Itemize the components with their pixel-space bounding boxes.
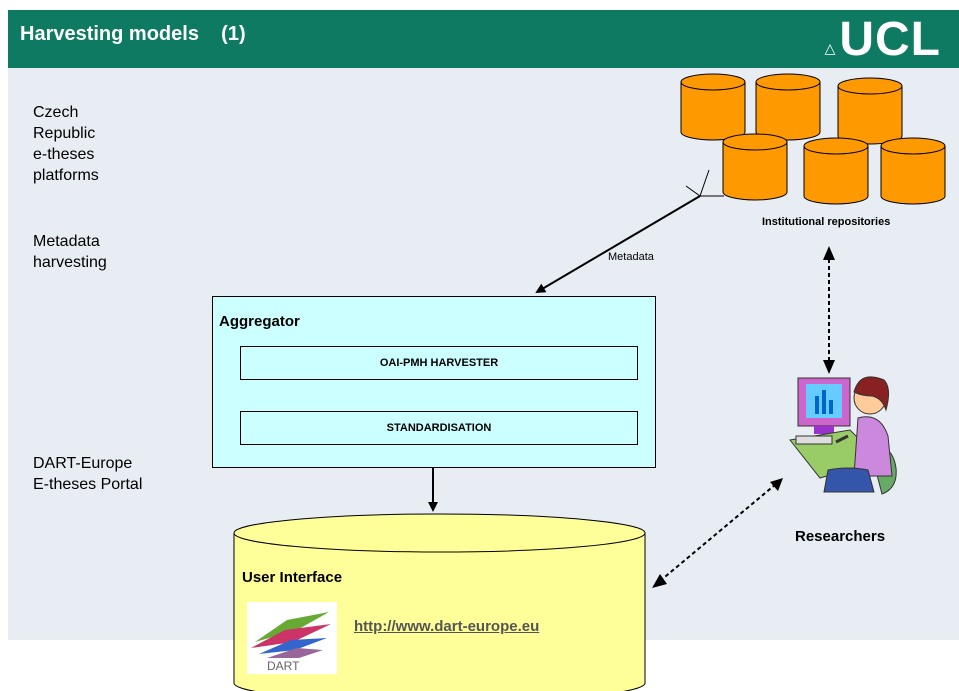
label-line: E-theses Portal bbox=[33, 476, 143, 493]
aggregator-title: Aggregator bbox=[219, 313, 300, 330]
dart-europe-logo: DART bbox=[247, 602, 337, 674]
dart-logo-text: DART bbox=[267, 659, 300, 673]
repos-researchers-dashed-arrow bbox=[823, 246, 835, 374]
label-line: Czech bbox=[33, 104, 79, 121]
dart-portal-label: DART-Europe E-theses Portal bbox=[33, 453, 142, 495]
metadata-bracket bbox=[685, 185, 724, 197]
label-line: Metadata bbox=[33, 233, 100, 250]
repository-cylinder bbox=[680, 73, 746, 141]
metadata-edge-label: Metadata bbox=[608, 251, 654, 263]
label-line: DART-Europe bbox=[33, 455, 133, 472]
oai-pmh-harvester-box: OAI-PMH HARVESTER bbox=[240, 346, 638, 380]
repository-cylinders bbox=[680, 73, 946, 205]
repositories-label: Institutional repositories bbox=[762, 216, 891, 228]
aggregator-box: Aggregator OAI-PMH HARVESTER STANDARDISA… bbox=[212, 296, 656, 468]
repository-cylinder bbox=[837, 77, 903, 145]
czech-platforms-label: Czech Republic e-theses platforms bbox=[33, 102, 99, 186]
standardisation-box: STANDARDISATION bbox=[240, 411, 638, 445]
label-line: e-theses bbox=[33, 146, 95, 163]
researcher-icon bbox=[789, 376, 897, 495]
portal-researchers-dashed-arrow bbox=[652, 478, 783, 588]
user-interface-title: User Interface bbox=[242, 569, 343, 586]
dart-europe-link[interactable]: http://www.dart-europe.eu bbox=[354, 618, 540, 635]
label-line: harvesting bbox=[33, 254, 107, 271]
metadata-tick bbox=[699, 169, 710, 197]
metadata-arrow bbox=[535, 195, 701, 294]
slide-title: Harvesting models (1) bbox=[20, 23, 246, 45]
label-line: platforms bbox=[33, 167, 99, 184]
researchers-label: Researchers bbox=[795, 528, 886, 545]
dart-logo-graphic: DART bbox=[251, 612, 331, 673]
title-bar: Harvesting models (1) △UCL bbox=[8, 10, 959, 68]
repository-cylinder bbox=[880, 137, 946, 205]
ucl-mark-icon: △ bbox=[824, 40, 837, 56]
label-line: Republic bbox=[33, 125, 96, 142]
repository-cylinder bbox=[722, 133, 788, 201]
repository-cylinder bbox=[803, 137, 869, 205]
repository-cylinder bbox=[755, 73, 821, 141]
ucl-logo: △UCL bbox=[825, 12, 941, 68]
ucl-logo-text: UCL bbox=[839, 13, 941, 66]
metadata-harvesting-label: Metadata harvesting bbox=[33, 231, 107, 273]
